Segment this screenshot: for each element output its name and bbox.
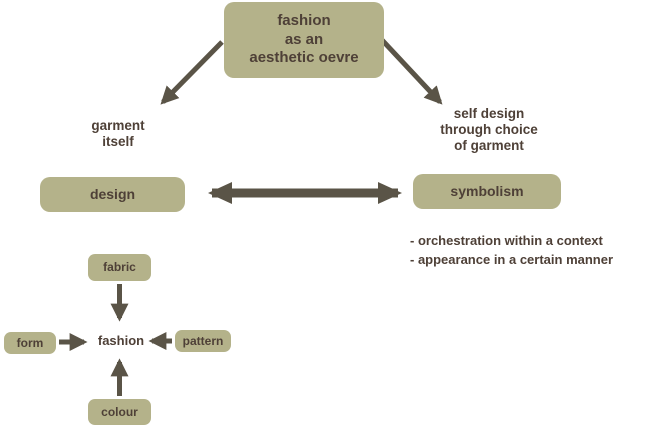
fashion-center-label: fashion	[97, 333, 145, 348]
root-box-fashion-aesthetic-oevre: fashion as an aesthetic oevre	[224, 2, 384, 78]
note-appearance: - appearance in a certain manner	[410, 252, 614, 267]
arrow-root-to-garment	[160, 40, 224, 105]
pattern-box: pattern	[175, 330, 231, 352]
symbolism-notes: - orchestration within a context - appea…	[410, 231, 613, 269]
colour-box: colour	[88, 399, 151, 425]
garment-itself-label: garment itself	[91, 118, 145, 149]
note-orchestration: - orchestration within a context	[410, 233, 603, 248]
fabric-box: fabric	[88, 254, 151, 281]
design-box: design	[40, 177, 185, 212]
self-design-label: self design through choice of garment	[440, 106, 538, 153]
form-box: form	[4, 332, 56, 354]
symbolism-box: symbolism	[413, 174, 561, 209]
arrow-root-to-self-design	[380, 38, 443, 105]
